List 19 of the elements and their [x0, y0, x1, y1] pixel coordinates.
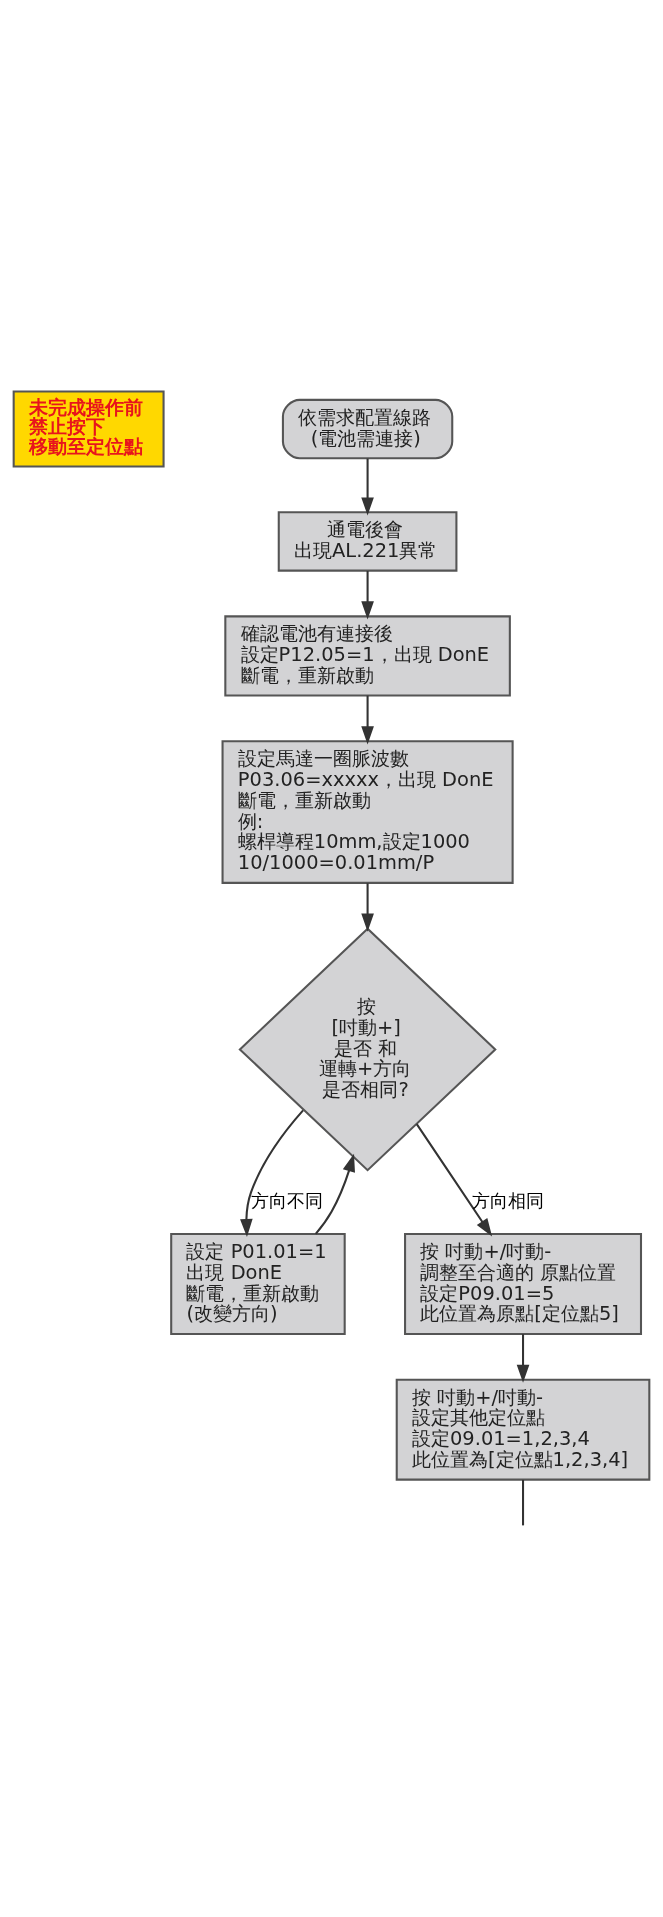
edge-label: 方向不同	[251, 1189, 324, 1211]
node-box: 未完成操作前 禁止按下 移動至定位點	[12, 390, 165, 468]
node-box: 設定馬達一圈脈波數 P03.06=xxxxx，出現 DonE 斷電，重新啟動 例: 螺桿導程10mm,設定1000 10/1000=0.01mm/P	[221, 739, 514, 884]
arrow	[361, 882, 374, 932]
arrow	[415, 1123, 493, 1236]
arrow	[240, 1109, 304, 1237]
connector	[522, 1479, 525, 1525]
node-box: 確認電池有連接後 設定P12.05=1，出現 DonE 斷電，重新啟動	[224, 614, 511, 697]
arrow	[361, 570, 374, 619]
arrow	[314, 1153, 355, 1234]
edge-label: 方向相同	[471, 1189, 544, 1211]
arrow	[361, 695, 374, 744]
node-box: 依需求配置線路 (電池需連接)	[281, 398, 454, 459]
arrow	[361, 458, 374, 515]
node-box: 按 吋動+/吋動- 調整至合適的 原點位置 設定P09.01=5 此位置為原點[定位點5]	[404, 1232, 643, 1335]
node-box: 設定 P01.01=1 出現 DonE 斷電，重新啟動 (改變方向)	[170, 1232, 346, 1335]
arrow	[516, 1333, 530, 1383]
node-box: 按 吋動+/吋動- 設定其他定位點 設定09.01=1,2,3,4 此位置為[定位點1,2,3,4]	[395, 1378, 651, 1481]
node-box: 通電後會 出現AL.221異常	[277, 510, 458, 572]
